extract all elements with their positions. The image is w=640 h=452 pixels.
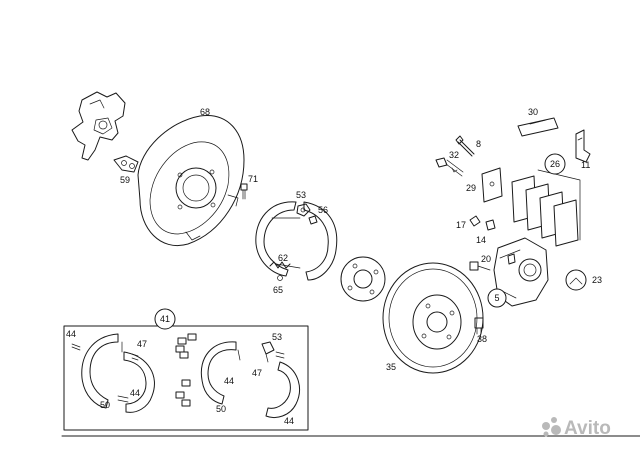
kit-adjuster-53 <box>261 341 275 363</box>
sensor-bracket <box>113 155 139 173</box>
bolt-38 <box>474 317 484 335</box>
callout-11: 11 <box>581 160 590 170</box>
callout-50: 50 <box>100 400 110 410</box>
callout-62: 62 <box>278 253 288 263</box>
callout-65: 65 <box>273 285 283 295</box>
callout-35: 35 <box>386 362 396 372</box>
callout-14: 14 <box>476 235 486 245</box>
callout-labels: 68 59 71 53 56 62 65 8 32 29 30 11 17 14… <box>66 107 602 426</box>
callout-38: 38 <box>477 334 487 344</box>
avito-dots-logo-icon <box>542 417 561 437</box>
callout-53: 53 <box>296 190 306 200</box>
callout-59: 59 <box>120 175 130 185</box>
callout-50: 50 <box>216 404 226 414</box>
callout-circle-41 <box>154 308 176 330</box>
kit-bolts <box>175 333 197 407</box>
steering-knuckle <box>71 91 126 161</box>
guide-bolt-14 <box>485 219 496 231</box>
callout-32: 32 <box>449 150 459 160</box>
adjuster-56 <box>308 215 318 225</box>
callout-53: 53 <box>272 332 282 342</box>
anti-rattle-plate <box>481 167 503 203</box>
callout-44: 44 <box>130 388 140 398</box>
callout-circle-26 <box>544 153 566 175</box>
circled-callouts: 26 5 41 <box>154 153 566 330</box>
brake-disc <box>382 262 484 374</box>
bleeder-screw-32 <box>435 157 464 177</box>
retaining-clip <box>575 129 591 163</box>
brake-pads <box>511 169 581 247</box>
avito-watermark: Avito <box>542 417 611 439</box>
callout-30: 30 <box>528 107 538 117</box>
hub-flange <box>340 256 386 302</box>
callout-44: 44 <box>66 329 76 339</box>
callout-20: 20 <box>481 254 491 264</box>
spring-62 <box>269 261 291 281</box>
callout-44: 44 <box>224 376 234 386</box>
callout-47: 47 <box>137 339 147 349</box>
callout-circle-5 <box>487 288 507 308</box>
callout-5: 5 <box>494 293 499 303</box>
callout-68: 68 <box>200 107 210 117</box>
brake-caliper <box>493 237 549 307</box>
guide-pin-8 <box>455 135 475 157</box>
adjuster-53 <box>296 203 311 217</box>
backing-plate <box>137 115 245 246</box>
callout-23: 23 <box>592 275 602 285</box>
callout-47: 47 <box>252 368 262 378</box>
kit-pins <box>71 343 285 403</box>
pad-spring <box>517 117 559 137</box>
callout-29: 29 <box>466 183 476 193</box>
callout-17: 17 <box>456 220 466 230</box>
callout-41: 41 <box>160 314 170 324</box>
bolt-71 <box>240 183 248 200</box>
callout-56: 56 <box>318 205 328 215</box>
callout-44: 44 <box>284 416 294 426</box>
wrench-tool-23 <box>565 269 587 291</box>
callout-26: 26 <box>550 159 560 169</box>
kit-shoes-right <box>200 341 300 418</box>
callout-8: 8 <box>476 139 481 149</box>
callout-71: 71 <box>248 174 258 184</box>
kit-shoes-left <box>81 333 155 413</box>
guide-pin-17 <box>469 215 481 227</box>
bolt-20 <box>469 261 491 271</box>
watermark-text: Avito <box>564 418 611 439</box>
